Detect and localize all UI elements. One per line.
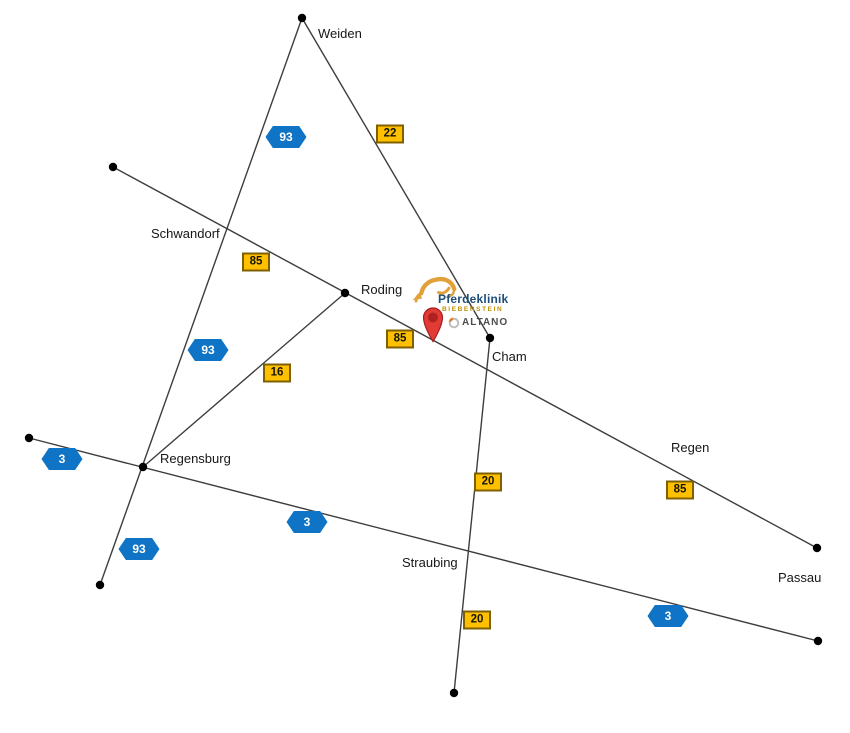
road-end-dot-a93-south	[95, 580, 105, 590]
city-dot-regensburg	[138, 462, 148, 472]
autobahn-sign-93-middle: 93	[187, 339, 229, 361]
altano-group-label: ALTANO	[462, 317, 509, 328]
autobahn-sign-93-south: 93	[118, 538, 160, 560]
city-label-regensburg: Regensburg	[160, 451, 231, 466]
city-dot-cham	[485, 333, 495, 343]
autobahn-sign-3-middle: 3	[286, 511, 328, 533]
autobahn-sign-3-west: 3	[41, 448, 83, 470]
city-dot-roding	[340, 288, 350, 298]
city-label-regen: Regen	[671, 440, 710, 455]
city-dot-passau	[812, 543, 822, 553]
clinic-name: Pferdeklinik	[438, 292, 509, 306]
road-sign-85-north: 85	[242, 252, 270, 272]
city-label-weiden: Weiden	[318, 26, 362, 41]
road-sign-16: 16	[263, 363, 291, 383]
horse-logo-icon	[412, 276, 457, 303]
autobahn-sign-3-east: 3	[647, 605, 689, 627]
city-label-straubing: Straubing	[402, 555, 458, 570]
road-end-dot-a3-east	[813, 636, 823, 646]
road-line-a3	[28, 437, 819, 642]
road-sign-85-east: 85	[666, 480, 694, 500]
road-end-dot-b20-south	[449, 688, 459, 698]
road-line-a93	[99, 17, 303, 586]
road-line-b85	[112, 166, 818, 549]
clinic-subtitle: BIEBERSTEIN	[442, 306, 504, 313]
road-sign-85-middle: 85	[386, 329, 414, 349]
road-sign-20-upper: 20	[474, 472, 502, 492]
road-end-dot-b85-nw	[108, 162, 118, 172]
road-sign-22: 22	[376, 124, 404, 144]
road-sign-20-lower: 20	[463, 610, 491, 630]
autobahn-sign-93-north: 93	[265, 126, 307, 148]
road-line-b16	[142, 292, 346, 468]
location-pin-icon	[422, 307, 444, 343]
road-end-dot-a3-west	[24, 433, 34, 443]
road-line-b22	[301, 17, 491, 339]
road-line-b20	[453, 337, 491, 694]
horse-head	[412, 292, 423, 301]
city-label-passau: Passau	[778, 570, 822, 585]
city-label-schwandorf: Schwandorf	[151, 226, 220, 241]
clinic-logo: Pferdeklinik BIEBERSTEIN ALTANO	[408, 272, 528, 336]
city-label-cham: Cham	[492, 349, 527, 364]
city-label-roding: Roding	[361, 282, 403, 297]
city-dot-weiden	[297, 13, 307, 23]
altano-ring-icon	[448, 317, 460, 329]
